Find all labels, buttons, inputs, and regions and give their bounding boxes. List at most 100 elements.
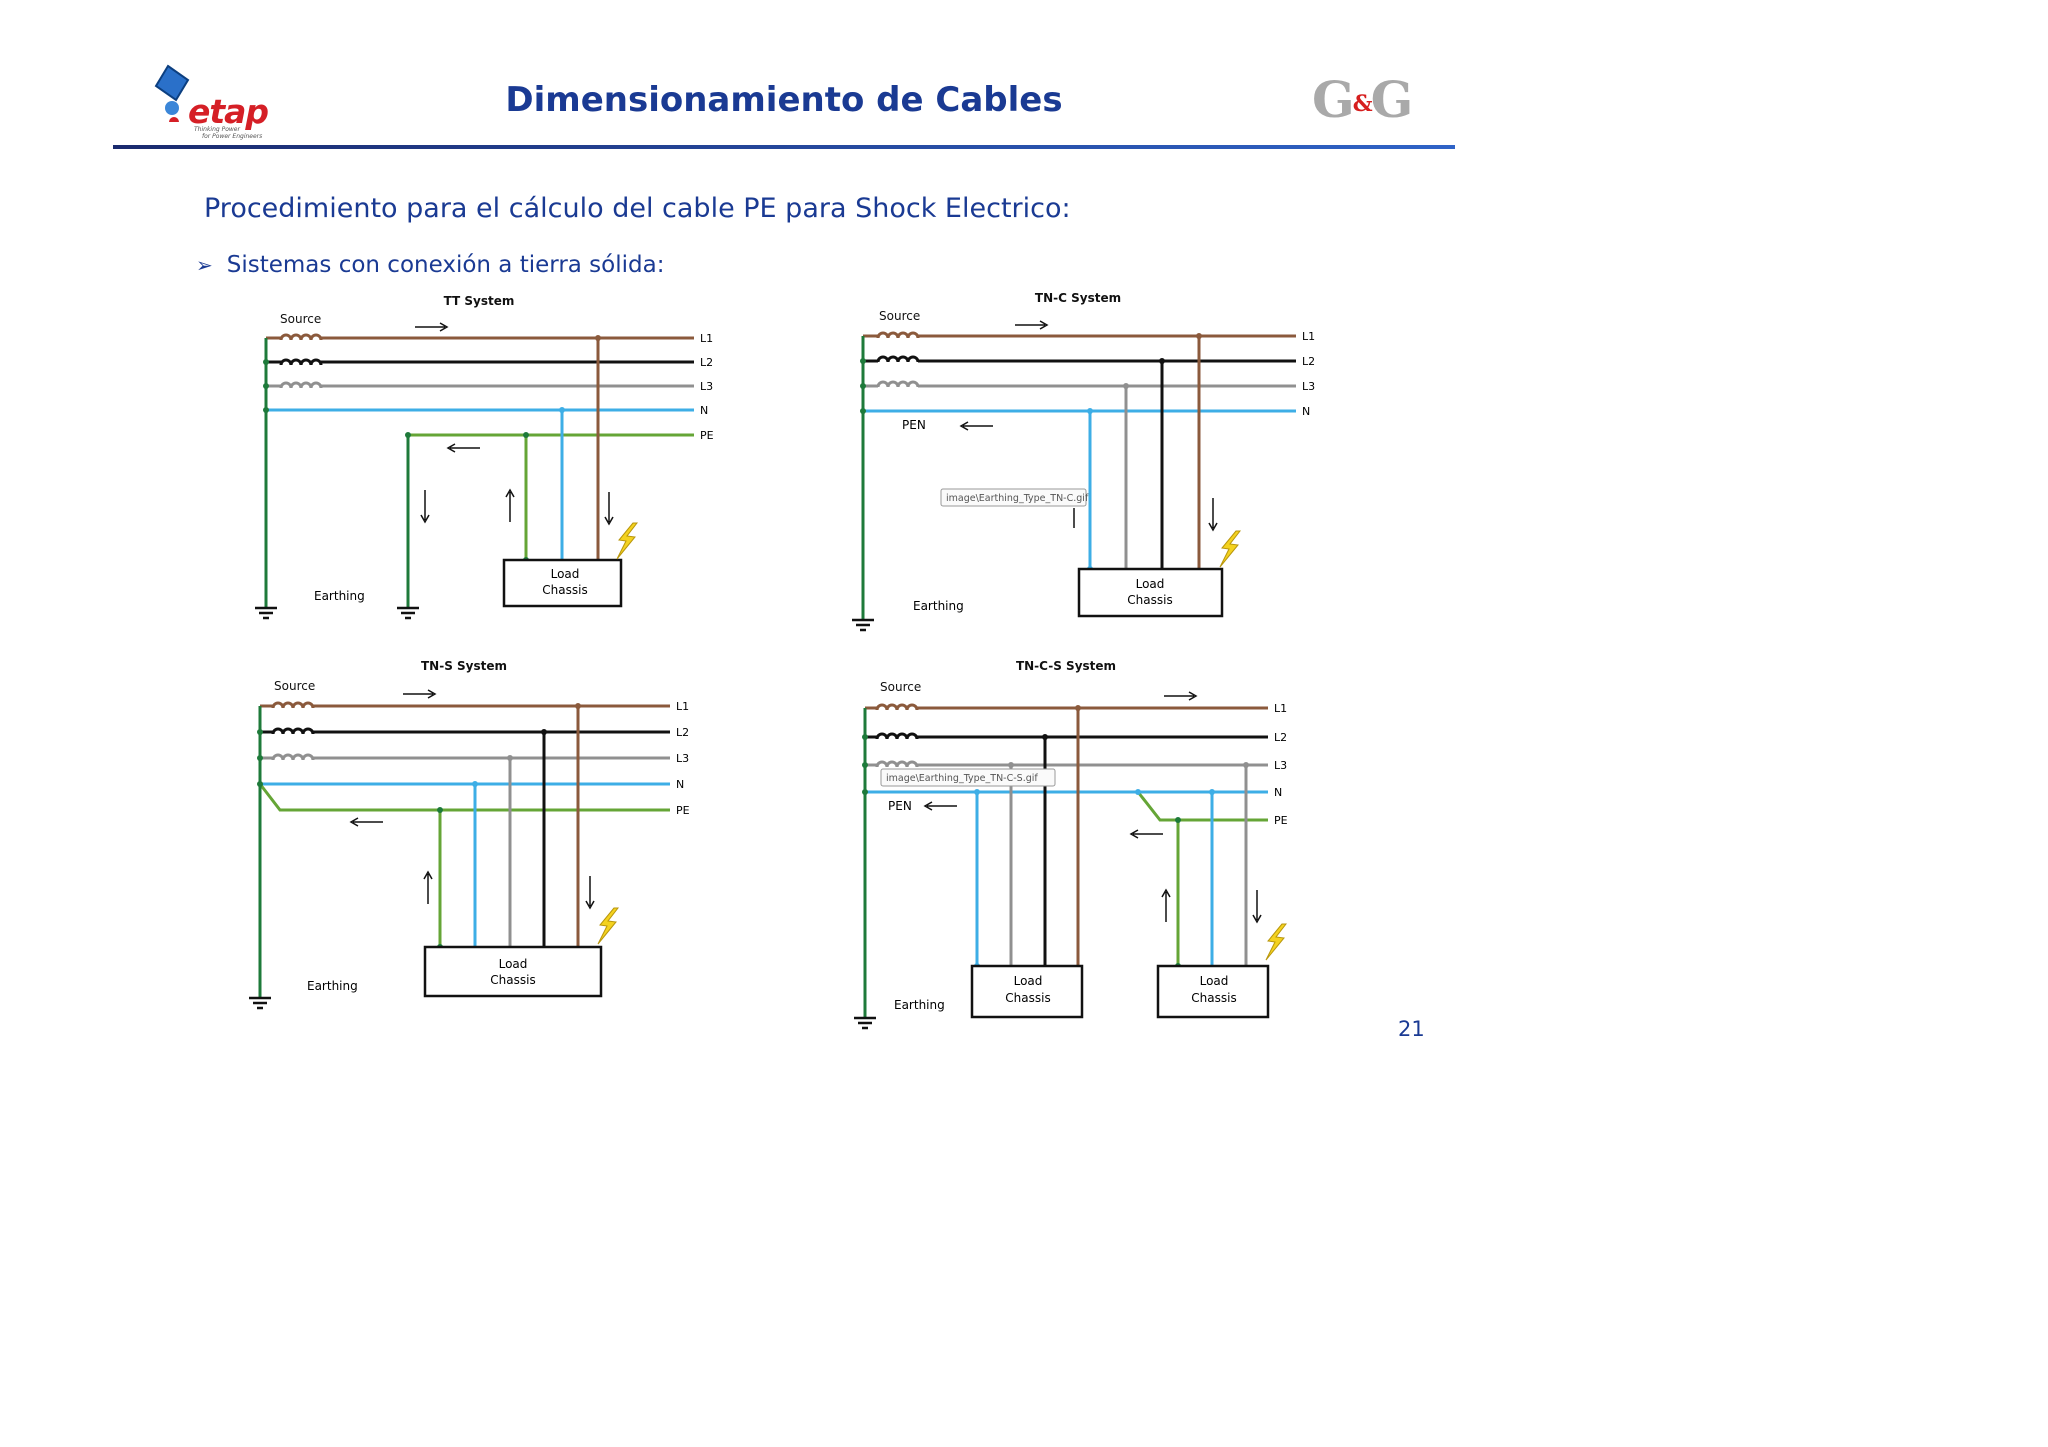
tns-ground-icon — [247, 996, 273, 1010]
tt-coil-l2 — [279, 358, 323, 367]
tt-shock-icon — [616, 522, 638, 560]
tns-arrow-left-icon — [349, 817, 383, 827]
page-number: 21 — [1398, 1017, 1425, 1041]
tnc-tooltip-text: image\Earthing_Type_TN-C.gif — [946, 493, 1089, 504]
tnc-tooltip — [940, 488, 1087, 507]
tns-arrow-right-icon — [403, 689, 437, 699]
tncs-label-l3: L3 — [1274, 759, 1287, 772]
tt-chassis-label: Chassis — [542, 583, 587, 597]
tns-earthing-label: Earthing — [307, 979, 358, 993]
tncs-bus-pe — [1136, 791, 1268, 822]
tncs-title: TN-C-S System — [1016, 659, 1116, 673]
tnc-title: TN-C System — [1035, 291, 1121, 305]
tncs-label-n: N — [1274, 786, 1282, 799]
page-title: Dimensionamiento de Cables — [505, 80, 1063, 120]
tns-bus-pe — [258, 783, 670, 812]
tncs-shock-icon — [1265, 923, 1287, 961]
etap-logo-word: etap — [188, 92, 269, 131]
tt-label-l1: L1 — [700, 332, 713, 345]
tncs-load-chassis-2 — [1156, 964, 1270, 1019]
tncs-source-label: Source — [880, 680, 921, 694]
tnc-arrow-left-icon — [959, 421, 993, 431]
tnc-pen-label: PEN — [902, 418, 926, 432]
tncs-earthing-label: Earthing — [894, 998, 945, 1012]
tt-ground-icon — [253, 606, 279, 620]
tnc-system-diagram: TN-C System Source Load Chassis image\Ea… — [850, 291, 1315, 632]
tns-shock-icon — [597, 907, 619, 945]
tns-arrow-up-icon — [423, 870, 433, 904]
tt-arrow-down-icon — [420, 490, 430, 524]
tnc-label-n: N — [1302, 405, 1310, 418]
tncs-load-label-2: Load — [1200, 974, 1229, 988]
tnc-load-label: Load — [1136, 577, 1165, 591]
earthing-diagrams: TT System Source Load Chassis — [247, 291, 1315, 1030]
gg-logo-right: G — [1370, 70, 1414, 129]
tns-system-diagram: TN-S System Source Load Chassis L1 L2 L3… — [247, 659, 690, 1010]
section-subtitle: Procedimiento para el cálculo del cable … — [204, 193, 1071, 224]
gg-logo: G&G — [1312, 70, 1414, 129]
tns-label-n: N — [676, 778, 684, 791]
tncs-arrow-down-icon — [1252, 890, 1262, 924]
tt-coil-l3 — [279, 381, 323, 390]
etap-logo-tagline: Thinking Power — [194, 126, 240, 133]
tnc-label-l1: L1 — [1302, 330, 1315, 343]
tnc-ground-icon — [850, 618, 876, 632]
tt-system-diagram: TT System Source Load Chassis — [253, 294, 714, 620]
tncs-load-label-1: Load — [1014, 974, 1043, 988]
tt-title: TT System — [444, 294, 515, 308]
tns-label-l2: L2 — [676, 726, 689, 739]
tt-label-l2: L2 — [700, 356, 713, 369]
tns-load-label: Load — [499, 957, 528, 971]
tt-load-label: Load — [551, 567, 580, 581]
tncs-arrow-right-icon — [1164, 691, 1198, 701]
tncs-pen-label: PEN — [888, 799, 912, 813]
tnc-source-label: Source — [879, 309, 920, 323]
tt-source-label: Source — [280, 312, 321, 326]
tnc-load-chassis — [1077, 567, 1224, 618]
tt-label-pe: PE — [700, 429, 714, 442]
tnc-chassis-label: Chassis — [1127, 593, 1172, 607]
tnc-label-l2: L2 — [1302, 355, 1315, 368]
tns-source-label: Source — [274, 679, 315, 693]
bullet-text: Sistemas con conexión a tierra sólida: — [226, 252, 665, 278]
tncs-label-pe: PE — [1274, 814, 1288, 827]
tt-arrow-left-icon — [446, 443, 480, 453]
tns-chassis-label: Chassis — [490, 973, 535, 987]
tncs-arrow-up-icon — [1161, 888, 1171, 922]
tnc-arrow-right-icon — [1015, 320, 1049, 330]
tncs-tooltip — [880, 768, 1056, 787]
tncs-label-l1: L1 — [1274, 702, 1287, 715]
etap-logo: etap Thinking Power for Power Engineers — [140, 62, 274, 146]
tns-title: TN-S System — [421, 659, 507, 673]
bullet-item: ➢ Sistemas con conexión a tierra sólida: — [196, 252, 664, 278]
tncs-arrow-left-icon — [923, 801, 957, 811]
tns-label-pe: PE — [676, 804, 690, 817]
tnc-arrow-down-icon — [1208, 498, 1218, 532]
tt-label-n: N — [700, 404, 708, 417]
tt-arrow-up-icon — [505, 488, 515, 522]
tt-load-chassis — [502, 558, 623, 608]
etap-logo-tagline-2: for Power Engineers — [202, 133, 263, 140]
tncs-load-chassis-1 — [970, 964, 1084, 1019]
header-rule — [113, 145, 1455, 149]
tncs-system-diagram: TN-C-S System Source Load Chassis Load C… — [852, 659, 1288, 1030]
gg-logo-left: G — [1312, 70, 1355, 129]
tncs-arrow-left-icon-2 — [1129, 829, 1163, 839]
tncs-chassis-label-2: Chassis — [1191, 991, 1236, 1005]
gg-logo-amp: & — [1352, 91, 1373, 117]
tnc-label-l3: L3 — [1302, 380, 1315, 393]
tt-arrow-down-icon-2 — [604, 492, 614, 526]
tt-earthing-label: Earthing — [314, 589, 365, 603]
tns-arrow-down-icon — [585, 876, 595, 910]
bullet-arrow-icon: ➢ — [196, 253, 213, 277]
etap-globe-icon — [154, 64, 190, 122]
tncs-ground-icon — [852, 1016, 878, 1030]
tns-label-l1: L1 — [676, 700, 689, 713]
tt-label-l3: L3 — [700, 380, 713, 393]
tncs-tooltip-text: image\Earthing_Type_TN-C-S.gif — [886, 773, 1038, 784]
tns-load-chassis — [423, 945, 603, 998]
tt-coil-l1 — [279, 333, 323, 342]
tt-ground-icon-2 — [395, 606, 421, 620]
tns-label-l3: L3 — [676, 752, 689, 765]
tt-arrow-right-icon — [415, 322, 449, 332]
